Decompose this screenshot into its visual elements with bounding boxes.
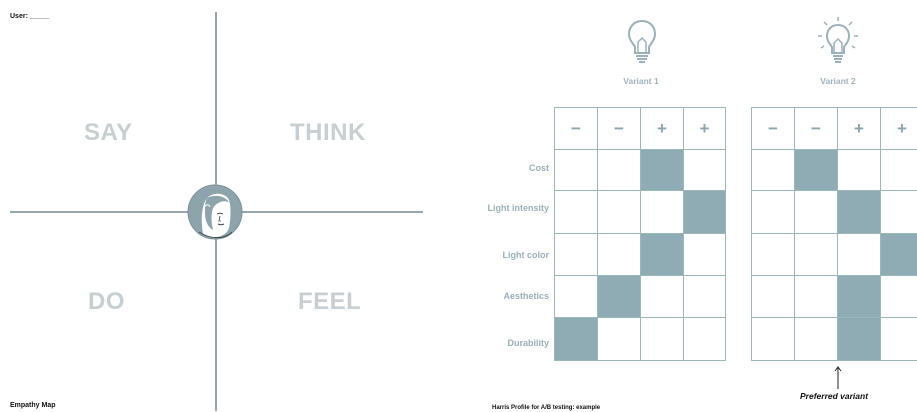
score-cell	[752, 318, 795, 361]
score-cell	[752, 276, 795, 318]
score-cell	[881, 276, 917, 318]
score-cell-filled	[838, 191, 881, 234]
score-cell	[555, 234, 598, 276]
score-cell	[752, 150, 795, 191]
score-cell	[641, 191, 684, 234]
score-cell	[684, 318, 726, 361]
column-header: +	[881, 108, 917, 150]
column-header: −	[752, 108, 795, 150]
variant-2-grid: −−++	[751, 107, 917, 361]
column-header: +	[838, 108, 881, 150]
criterion-label: Aesthetics	[503, 291, 549, 301]
score-cell	[684, 234, 726, 276]
lightbulb-icon	[626, 18, 658, 66]
score-cell	[641, 318, 684, 361]
harris-profile-footer: Harris Profile for A/B testing: example	[492, 405, 601, 411]
score-cell	[881, 318, 917, 361]
score-cell	[752, 234, 795, 276]
criterion-label: Light intensity	[487, 203, 550, 213]
score-cell-filled	[838, 276, 881, 318]
score-cell	[795, 276, 838, 318]
score-cell	[555, 276, 598, 318]
score-cell-filled	[881, 234, 917, 276]
score-cell-filled	[838, 318, 881, 361]
score-cell	[795, 191, 838, 234]
variant-2-label: Variant 2	[820, 76, 856, 86]
score-cell	[881, 150, 917, 191]
score-cell-filled	[555, 318, 598, 361]
column-header: −	[598, 108, 641, 150]
column-header: +	[641, 108, 684, 150]
score-cell	[598, 150, 641, 191]
score-cell	[598, 191, 641, 234]
score-cell	[684, 150, 726, 191]
variant-1-label: Variant 1	[623, 76, 659, 86]
preferred-variant-note: Preferred variant	[800, 391, 869, 401]
quadrant-say: SAY	[84, 119, 133, 146]
quadrant-feel: FEEL	[298, 288, 362, 315]
score-cell	[795, 234, 838, 276]
empathy-map-footer: Empathy Map	[10, 402, 56, 409]
quadrant-do: DO	[88, 288, 125, 315]
score-cell-filled	[641, 150, 684, 191]
score-cell	[555, 191, 598, 234]
criterion-label: Durability	[507, 338, 549, 348]
arrow-up-icon	[833, 366, 843, 390]
score-cell	[838, 150, 881, 191]
score-cell	[598, 318, 641, 361]
score-cell-filled	[598, 276, 641, 318]
score-cell	[838, 234, 881, 276]
variant-1-grid: −−++	[554, 107, 726, 361]
score-cell	[555, 150, 598, 191]
score-cell	[881, 191, 917, 234]
persona-avatar	[187, 184, 243, 240]
column-header: −	[555, 108, 598, 150]
score-cell	[795, 318, 838, 361]
score-cell	[684, 276, 726, 318]
score-cell	[641, 276, 684, 318]
lightbulb-lit-icon	[816, 16, 860, 68]
column-header: −	[795, 108, 838, 150]
score-cell-filled	[795, 150, 838, 191]
column-header: +	[684, 108, 726, 150]
score-cell-filled	[641, 234, 684, 276]
quadrant-think: THINK	[290, 119, 366, 146]
user-label: User: _____	[10, 13, 50, 20]
score-cell	[752, 191, 795, 234]
criterion-label: Cost	[529, 163, 549, 173]
criterion-label: Light color	[502, 250, 550, 260]
score-cell-filled	[684, 191, 726, 234]
score-cell	[598, 234, 641, 276]
